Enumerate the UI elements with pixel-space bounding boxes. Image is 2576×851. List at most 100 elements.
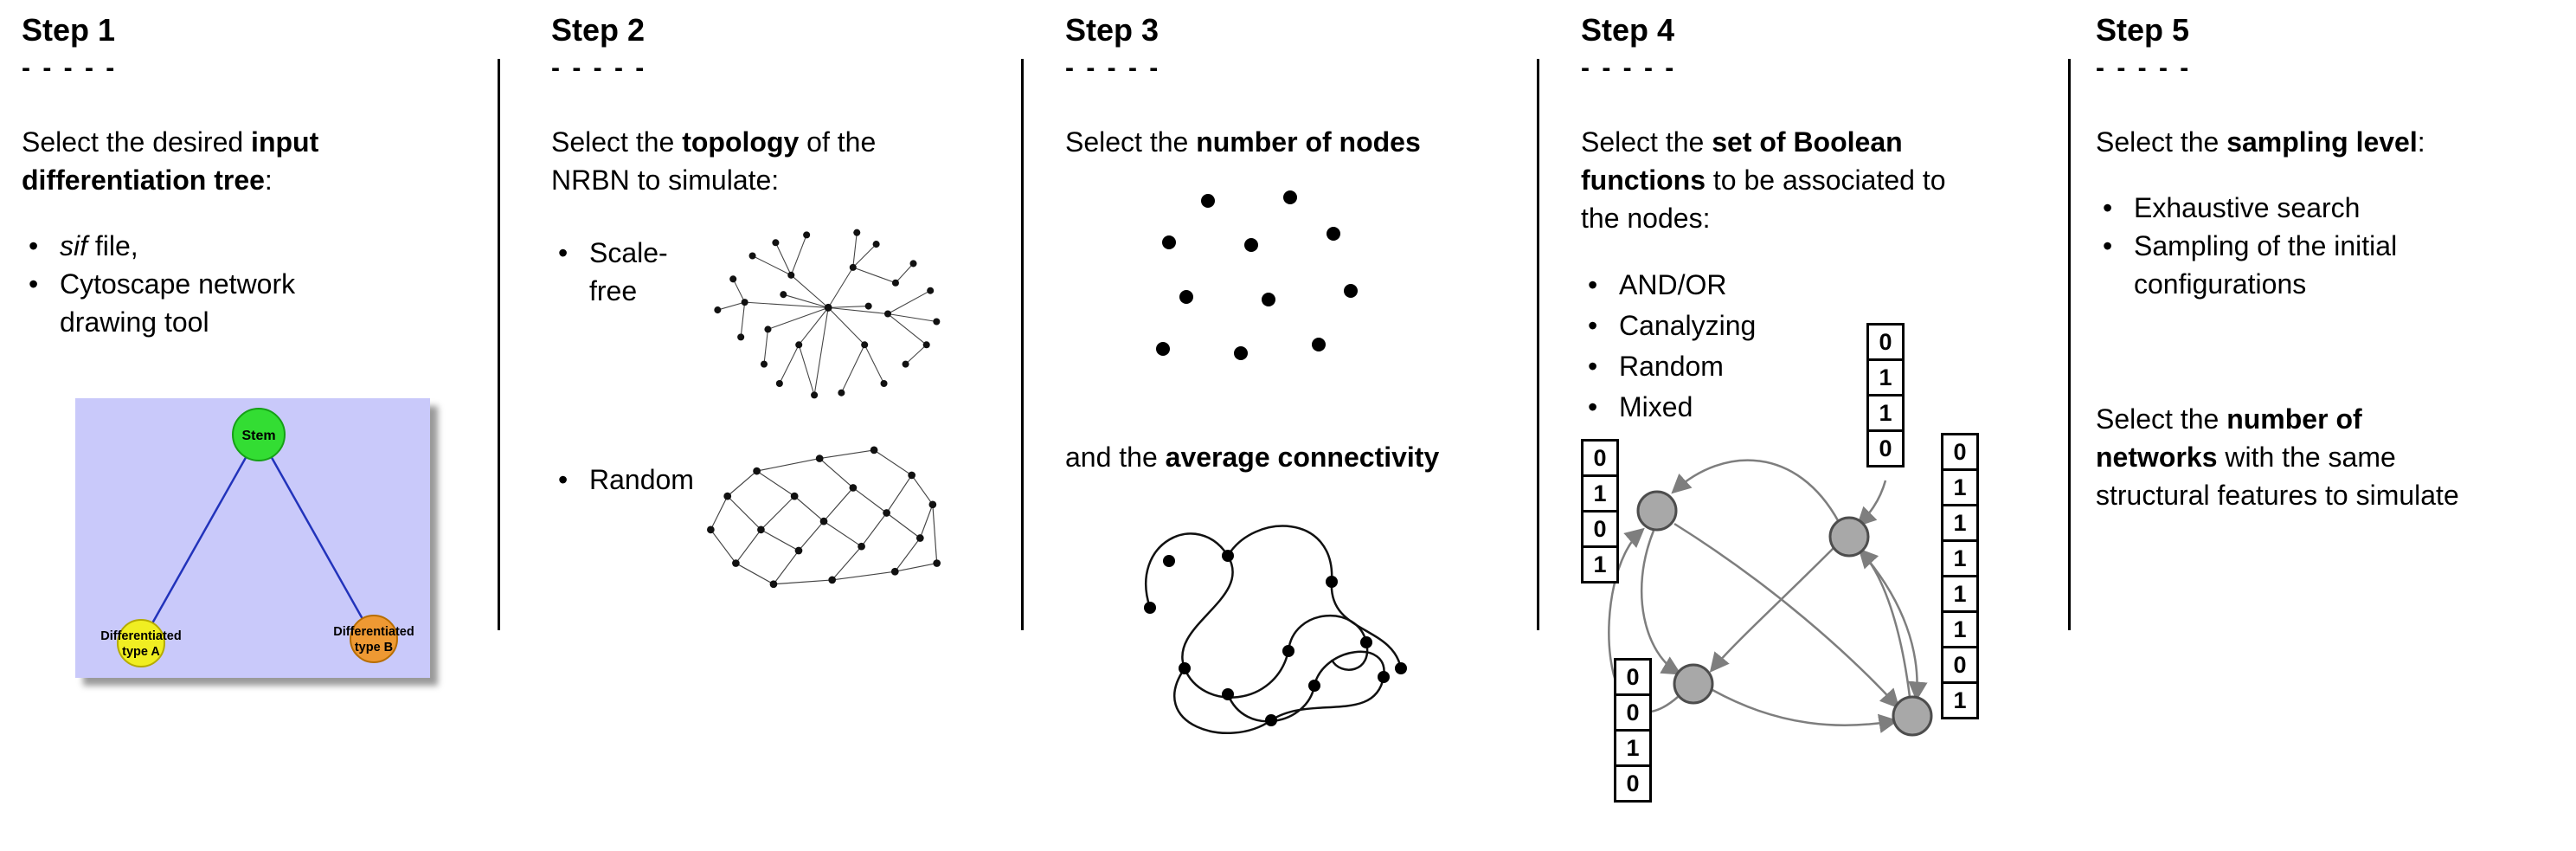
truth-table-cell: 1 bbox=[1941, 504, 1979, 542]
step3-second-text: and the average connectivity bbox=[1065, 438, 1537, 476]
step3-title: Step 3 bbox=[1065, 12, 1160, 48]
truth-table-cell: 0 bbox=[1941, 646, 1979, 684]
stem-label: Stem bbox=[241, 429, 275, 443]
connectivity-tangle-graphic bbox=[1144, 525, 1407, 734]
intro-text: Select the bbox=[1065, 126, 1197, 158]
type-a-label-line2: type A bbox=[122, 645, 160, 659]
list-item: • Scale-free bbox=[551, 234, 698, 310]
step5-bullet-list: • Exhaustive search • Sampling of the in… bbox=[2096, 189, 2546, 303]
bool-node-3 bbox=[1673, 663, 1714, 705]
list-item: • AND/OR bbox=[1581, 265, 1988, 306]
truth-table-cell: 1 bbox=[1941, 539, 1979, 577]
list-item: • Cytoscape network drawing tool bbox=[22, 265, 376, 341]
step5-title: Step 5 bbox=[2096, 12, 2190, 48]
bullet-text: Cytoscape network drawing tool bbox=[60, 268, 296, 338]
truth-table-bottom-left: 0 0 1 0 bbox=[1614, 658, 1652, 803]
bullet-text: Exhaustive search bbox=[2134, 192, 2361, 223]
step5-intro: Select the sampling level: bbox=[2096, 123, 2546, 161]
truth-table-cell: 1 bbox=[1581, 545, 1619, 583]
bullet-icon: • bbox=[1588, 269, 1598, 300]
truth-table-cell: 1 bbox=[1614, 729, 1652, 767]
bullet-icon: • bbox=[29, 268, 39, 300]
step1-title: Step 1 bbox=[22, 12, 116, 48]
step4-intro: Select the set of Boolean functions to b… bbox=[1581, 123, 1988, 237]
intro-text: : bbox=[264, 164, 273, 196]
intro-bold: input differentiation tree bbox=[22, 126, 319, 196]
truth-table-cell: 0 bbox=[1941, 433, 1979, 471]
intro-text: and the bbox=[1065, 442, 1166, 473]
step3-intro: Select the number of nodes bbox=[1065, 123, 1537, 161]
column-divider bbox=[498, 59, 500, 630]
bool-node-2 bbox=[1828, 516, 1870, 558]
boolean-network-graphic: 0 1 1 0 0 1 0 1 0 0 1 0 0 1 1 1 1 1 0 1 bbox=[1581, 316, 1996, 844]
truth-table-cell: 0 bbox=[1581, 510, 1619, 548]
type-b-label-line2: type B bbox=[355, 641, 393, 654]
intro-bold: set of Boolean functions bbox=[1581, 126, 1903, 196]
truth-table-cell: 1 bbox=[1941, 610, 1979, 648]
bullet-icon: • bbox=[1588, 351, 1598, 382]
truth-table-cell: 0 bbox=[1866, 429, 1905, 467]
list-item: • sif file, bbox=[22, 227, 376, 265]
bullet-text: sif file, bbox=[60, 230, 138, 261]
step4-bullet-list: • AND/OR • Canalyzing • Random • Mixed bbox=[1581, 265, 1988, 428]
scale-free-network-graphic bbox=[714, 229, 941, 399]
truth-table-cell: 1 bbox=[1941, 681, 1979, 719]
type-a-label-line1: Differentiated bbox=[100, 629, 181, 643]
step1-bullet-list: • sif file, • Cytoscape network drawing … bbox=[22, 227, 376, 341]
nodes-dots-graphic bbox=[1156, 190, 1358, 360]
bullet-icon: • bbox=[1588, 310, 1598, 341]
bullet-icon: • bbox=[1588, 391, 1598, 422]
bullet-icon: • bbox=[558, 237, 569, 268]
intro-text: with the same structural features to sim… bbox=[2096, 442, 2459, 511]
differentiation-tree-svg: Stem Differentiated type A Differentiate… bbox=[75, 398, 430, 678]
stem-node bbox=[232, 408, 286, 461]
boolean-network-svg bbox=[1608, 459, 1933, 737]
truth-table-cell: 0 bbox=[1581, 439, 1619, 477]
scale-free-row: • Scale-free bbox=[551, 227, 954, 426]
step1-intro: Select the desired input differentiation… bbox=[22, 123, 376, 199]
step5-dashes: - - - - - bbox=[2096, 54, 2192, 82]
bullet-text: Random bbox=[1619, 351, 1724, 382]
truth-table-right: 0 1 1 1 1 1 0 1 bbox=[1941, 433, 1979, 719]
intro-text: to be associated to the nodes: bbox=[1581, 164, 1946, 234]
column-divider bbox=[1537, 59, 1539, 630]
bullet-icon: • bbox=[2103, 230, 2113, 261]
bullet-icon: • bbox=[29, 230, 39, 261]
tree-edge-right bbox=[257, 434, 376, 640]
step2-title: Step 2 bbox=[551, 12, 646, 48]
intro-text: Select the bbox=[1581, 126, 1712, 158]
bullet-icon: • bbox=[2103, 192, 2113, 223]
step3-dashes: - - - - - bbox=[1065, 54, 1161, 82]
type-a-node bbox=[117, 619, 165, 667]
step5-column: Step 5 - - - - - Select the sampling lev… bbox=[2096, 0, 2546, 542]
bullet-text: Scale-free bbox=[589, 237, 668, 306]
truth-table-cell: 0 bbox=[1614, 764, 1652, 803]
list-item: • Sampling of the initial configurations bbox=[2096, 227, 2546, 303]
column-divider bbox=[1021, 59, 1024, 630]
intro-bold: sampling level bbox=[2226, 126, 2418, 158]
intro-bold: number of networks bbox=[2096, 403, 2362, 473]
type-b-node bbox=[350, 615, 398, 663]
step4-title: Step 4 bbox=[1581, 12, 1675, 48]
bullet-text: Canalyzing bbox=[1619, 310, 1757, 341]
intro-text: Select the desired bbox=[22, 126, 252, 158]
type-b-label-line1: Differentiated bbox=[333, 625, 414, 639]
bullet-text: Random bbox=[589, 464, 694, 495]
step2-column: Step 2 - - - - - Select the topology of … bbox=[551, 0, 954, 625]
truth-table-cell: 1 bbox=[1866, 358, 1905, 396]
truth-table-cell: 1 bbox=[1941, 575, 1979, 613]
intro-text: Select the bbox=[2096, 403, 2227, 435]
step4-dashes: - - - - - bbox=[1581, 54, 1677, 82]
list-item: • Canalyzing bbox=[1581, 306, 1988, 346]
truth-table-left: 0 1 0 1 bbox=[1581, 439, 1619, 583]
truth-table-cell: 0 bbox=[1614, 693, 1652, 732]
step2-intro: Select the topology of the NRBN to simul… bbox=[551, 123, 954, 199]
intro-bold: topology bbox=[682, 126, 800, 158]
bool-node-4 bbox=[1892, 695, 1933, 737]
list-item: • Random bbox=[1581, 346, 1988, 387]
bool-node-1 bbox=[1636, 490, 1678, 532]
step1-dashes: - - - - - bbox=[22, 54, 118, 82]
bullet-text: AND/OR bbox=[1619, 269, 1727, 300]
tree-edge-left bbox=[139, 434, 260, 644]
step3-column: Step 3 - - - - - Select the number of no… bbox=[1065, 0, 1537, 755]
